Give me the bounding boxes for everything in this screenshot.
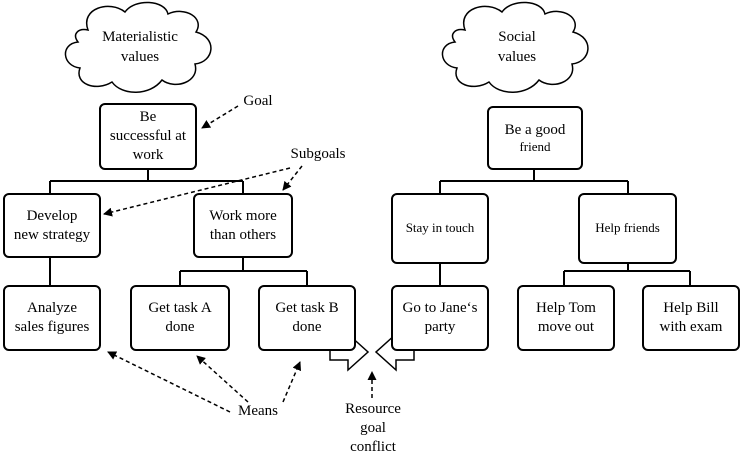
means-get-task-b-done: Get task B done [258,285,356,351]
subgoals-annotation: Subgoals [290,146,346,162]
goal-arrow [201,105,239,129]
means-arrow-middle [196,355,249,403]
resource-goal-conflict-annotation: Resource goal conflict [345,401,401,455]
social-values-label: Social values [497,29,537,65]
subgoals-arrow-right [282,165,303,191]
annotation-arrows [103,105,377,413]
goal-annotation: Goal [243,93,273,109]
means-annotation: Means [238,403,278,419]
means-get-task-a-done: Get task A done [130,285,230,351]
left-tree-connectors [49,170,308,285]
means-arrow-left [107,351,231,413]
goal-be-successful-at-work: Be successful at work [99,103,197,170]
subgoal-help-friends: Help friends [578,193,677,264]
means-help-bill-with-exam: Help Bill with exam [642,285,740,351]
right-tree-connectors [439,170,691,285]
subgoal-stay-in-touch: Stay in touch [391,193,489,264]
subgoal-develop-new-strategy: Develop new strategy [3,193,101,258]
friend-label: friend [519,139,551,155]
subgoals-arrow-left [103,167,291,217]
materialistic-values-label: Materialistic values [102,29,178,65]
materialistic-cloud-shape [64,1,212,93]
subgoal-work-more-than-others: Work more than others [193,193,293,258]
means-analyze-sales-figures: Analyze sales figures [3,285,101,351]
means-go-to-janes-party: Go to Jane‘s party [391,285,489,351]
goal-be-a-good-friend: Be a good friend [487,106,583,170]
be-a-good-label: Be a good [504,121,566,138]
social-cloud-shape [441,1,589,93]
means-help-tom-move-out: Help Tom move out [517,285,615,351]
means-arrow-right [282,361,302,403]
